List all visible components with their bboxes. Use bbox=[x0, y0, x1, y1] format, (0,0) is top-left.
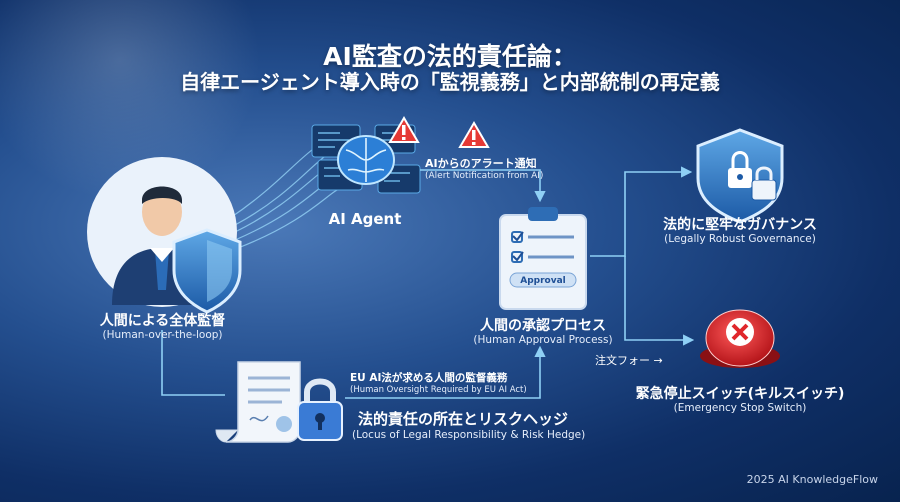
padlock-icon bbox=[297, 378, 343, 441]
footer-credit: 2025 AI KnowledgeFlow bbox=[746, 473, 878, 486]
governance-sublabel: (Legally Robust Governance) bbox=[664, 233, 816, 245]
order-form-label: 注文フォー → bbox=[595, 354, 663, 367]
agent-label: AI Agent bbox=[328, 210, 402, 228]
page-title: AI監査の法的責任論： bbox=[323, 42, 577, 71]
governance-label: 法的に堅牢なガバナンス bbox=[663, 217, 817, 233]
alert-label: AIからのアラート通知 bbox=[425, 157, 537, 170]
stop-sublabel: (Emergency Stop Switch) bbox=[673, 402, 807, 414]
clipboard-icon bbox=[499, 207, 587, 310]
approval-sublabel: (Human Approval Process) bbox=[473, 334, 613, 346]
brain-icon bbox=[311, 124, 421, 194]
eu-act-sublabel: (Human Oversight Required by EU AI Act) bbox=[350, 385, 527, 395]
eu-act-label: EU AI法が求める人間の監督義務 bbox=[350, 372, 508, 384]
page-subtitle: 自律エージェント導入時の「監視義務」と内部統制の再定義 bbox=[180, 70, 720, 94]
eu-act-arrow bbox=[345, 345, 546, 399]
shield-lock-icon bbox=[696, 128, 784, 224]
approval-badge: Approval bbox=[520, 276, 566, 286]
responsibility-sublabel: (Locus of Legal Responsibility & Risk He… bbox=[352, 429, 586, 441]
alert-sublabel: (Alert Notification from AI) bbox=[425, 171, 544, 181]
stop-label: 緊急停止スイッチ(キルスイッチ) bbox=[635, 386, 845, 402]
human-label: 人間による全体監督 bbox=[99, 313, 226, 329]
approval-label: 人間の承認プロセス bbox=[480, 318, 606, 334]
human-sublabel: (Human-over-the-loop) bbox=[102, 329, 223, 341]
document-icon bbox=[215, 361, 301, 443]
shield-icon bbox=[172, 228, 242, 314]
stop-button-icon bbox=[700, 309, 780, 368]
warning-icon bbox=[388, 116, 420, 143]
oversight-line bbox=[161, 330, 225, 396]
responsibility-label: 法的責任の所在とリスクヘッジ bbox=[358, 410, 569, 428]
alert-arrow bbox=[420, 169, 546, 203]
warning-icon bbox=[458, 121, 490, 148]
